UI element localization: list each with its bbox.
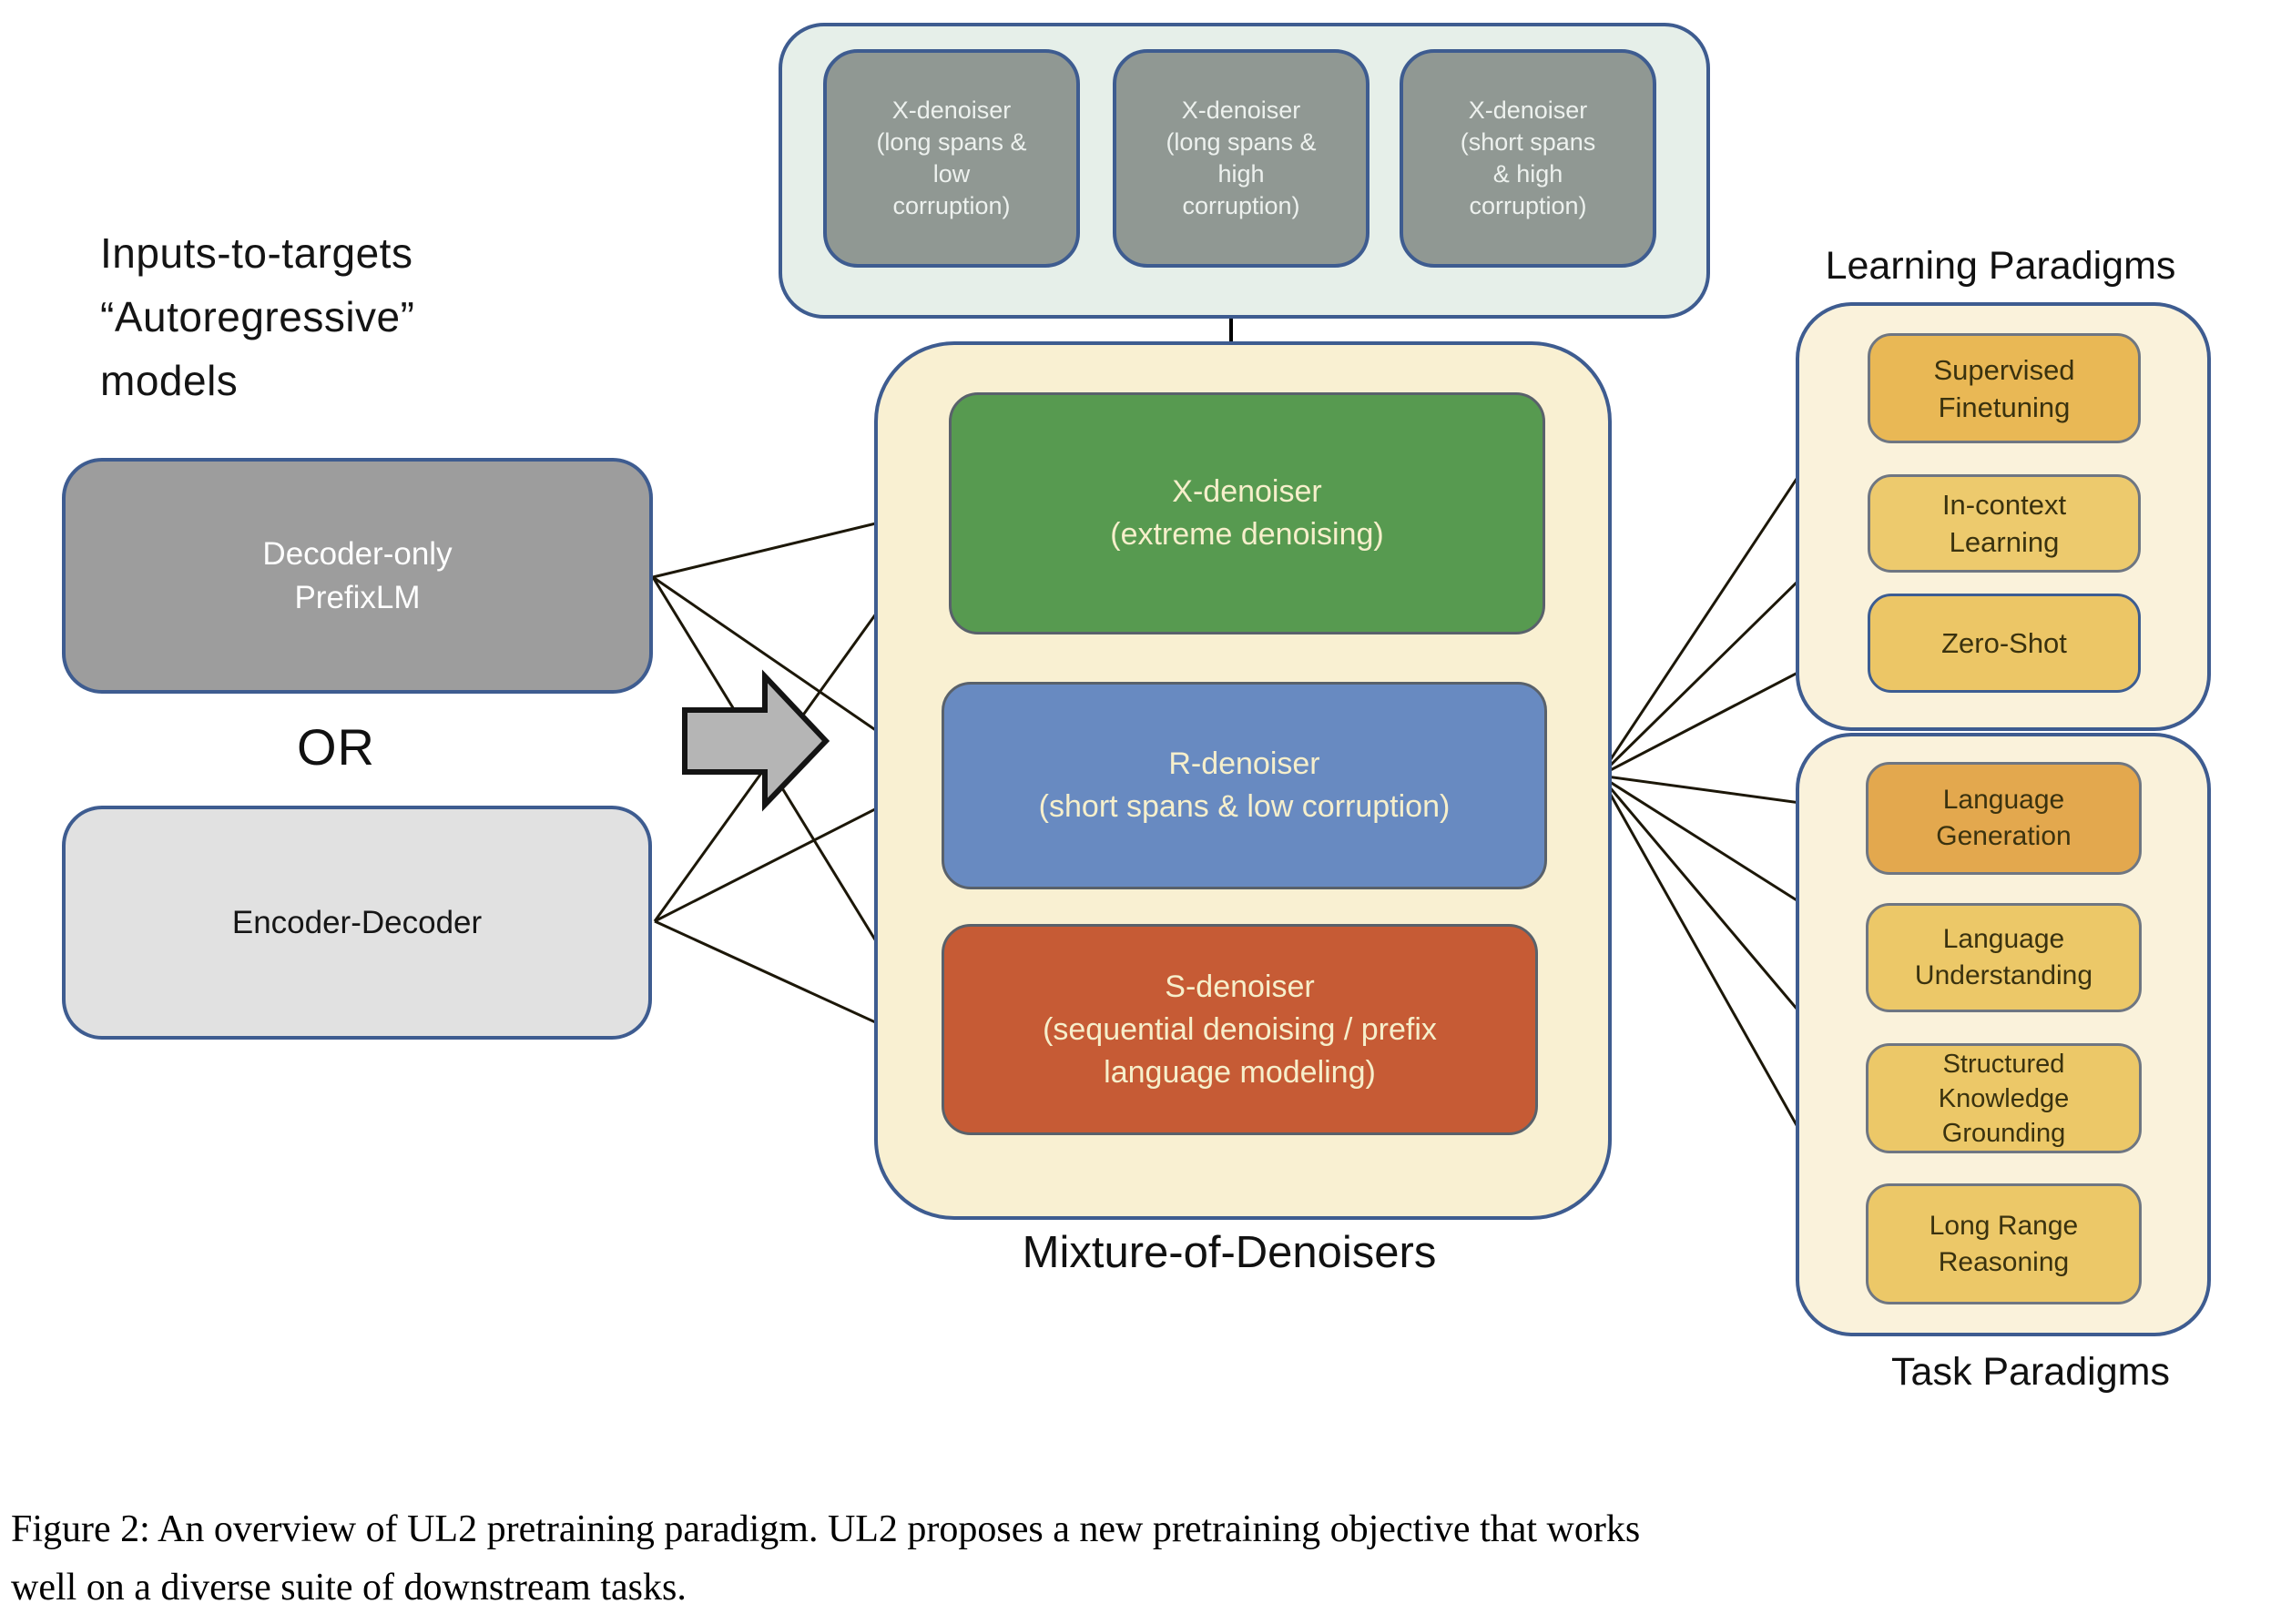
decoder-only-prefixlm-label: Decoder-only PrefixLM	[262, 535, 453, 615]
supervised-finetuning-label: Supervised Finetuning	[1933, 353, 2075, 423]
language-generation-box: Language Generation	[1866, 762, 2142, 875]
xdenoiser-variant-box-short-spans-high: X-denoiser (short spans & high corruptio…	[1400, 49, 1656, 268]
xdenoiser-variant-label: X-denoiser (long spans & high corruption…	[1166, 96, 1317, 219]
r-denoiser-box: R-denoiser (short spans & low corruption…	[942, 682, 1547, 889]
s-denoiser-label: S-denoiser (sequential denoising / prefi…	[1043, 969, 1437, 1090]
learning-paradigms-title: Learning Paradigms	[1825, 244, 2176, 288]
r-denoiser-label: R-denoiser (short spans & low corruption…	[1038, 746, 1451, 824]
long-range-reasoning-label: Long Range Reasoning	[1929, 1210, 2079, 1277]
long-range-reasoning-box: Long Range Reasoning	[1866, 1183, 2142, 1304]
language-generation-label: Language Generation	[1936, 785, 2072, 851]
in-context-learning-box: In-context Learning	[1868, 474, 2141, 573]
xdenoiser-variant-box-long-spans-low: X-denoiser (long spans & low corruption)	[823, 49, 1080, 268]
xdenoiser-variants-container: X-denoiser (long spans & low corruption)…	[779, 23, 1710, 319]
supervised-finetuning-box: Supervised Finetuning	[1868, 333, 2141, 443]
left-heading: Inputs-to-targets “Autoregressive” model…	[100, 229, 415, 404]
zero-shot-box: Zero-Shot	[1868, 594, 2141, 693]
structured-knowledge-grounding-box: Structured Knowledge Grounding	[1866, 1043, 2142, 1153]
mixture-of-denoisers-label: Mixture-of-Denoisers	[1022, 1228, 1437, 1277]
decoder-only-prefixlm-box: Decoder-only PrefixLM	[62, 458, 653, 694]
xdenoiser-variant-label: X-denoiser (long spans & low corruption)	[876, 96, 1027, 219]
language-understanding-label: Language Understanding	[1914, 924, 2093, 990]
task-paradigms-title: Task Paradigms	[1891, 1350, 2170, 1394]
mixture-of-denoisers-container: X-denoiser (extreme denoising) R-denoise…	[874, 341, 1612, 1220]
xdenoiser-variant-box-long-spans-high: X-denoiser (long spans & high corruption…	[1113, 49, 1370, 268]
encoder-decoder-box: Encoder-Decoder	[62, 806, 652, 1040]
in-context-learning-label: In-context Learning	[1941, 489, 2067, 558]
x-denoiser-box: X-denoiser (extreme denoising)	[949, 392, 1545, 634]
x-denoiser-label: X-denoiser (extreme denoising)	[1110, 474, 1384, 552]
xdenoiser-variant-label: X-denoiser (short spans & high corruptio…	[1460, 96, 1596, 219]
learning-paradigms-container: Supervised Finetuning In-context Learnin…	[1796, 302, 2211, 731]
block-arrow-icon	[682, 669, 830, 812]
figure-caption: Figure 2: An overview of UL2 pretraining…	[11, 1508, 1641, 1609]
zero-shot-label: Zero-Shot	[1941, 627, 2067, 659]
encoder-decoder-label: Encoder-Decoder	[231, 904, 483, 940]
s-denoiser-box: S-denoiser (sequential denoising / prefi…	[942, 924, 1538, 1135]
language-understanding-box: Language Understanding	[1866, 903, 2142, 1012]
task-paradigms-container: Language Generation Language Understandi…	[1796, 733, 2211, 1336]
structured-knowledge-grounding-label: Structured Knowledge Grounding	[1938, 1049, 2070, 1148]
or-label: OR	[297, 718, 375, 776]
